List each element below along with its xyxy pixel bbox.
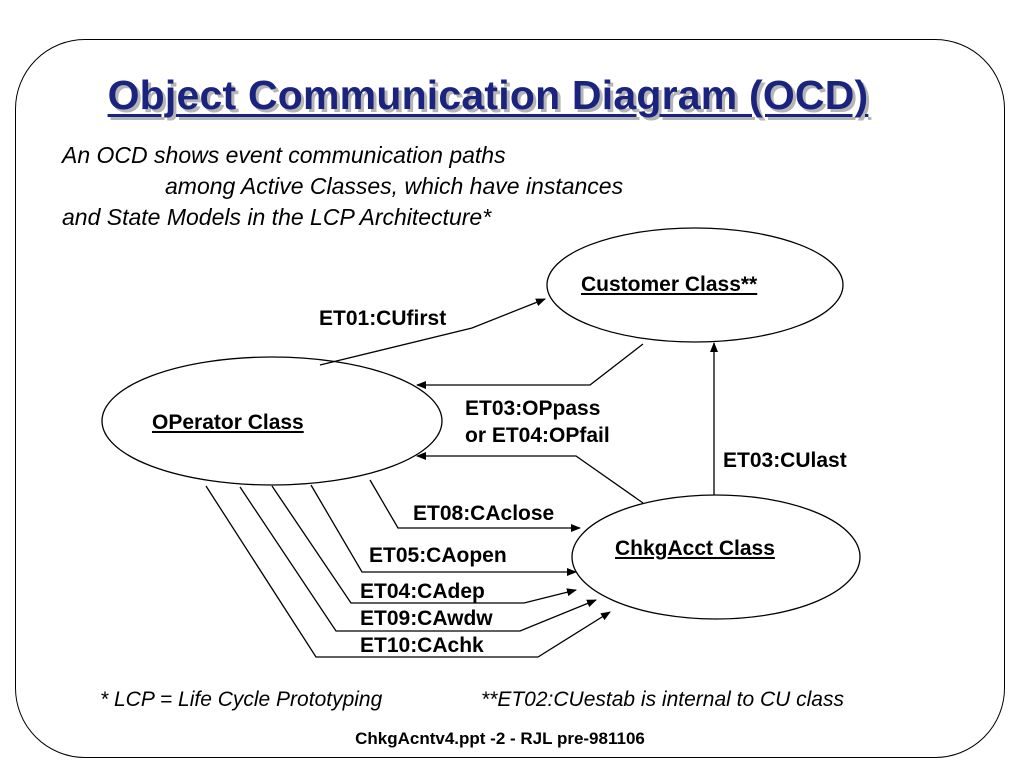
et03-culast-label: ET03:CUlast — [723, 449, 847, 472]
intro-line-1: An OCD shows event communication paths — [62, 142, 506, 168]
et09-arrow — [239, 486, 597, 632]
et10-label: ET10:CAchk — [360, 634, 484, 657]
et04-cadep-arrow — [271, 485, 577, 604]
lcp-footnote: * LCP = Life Cycle Prototyping — [100, 688, 383, 711]
slide-footer: ChkgAcntv4.ppt -2 - RJL pre-981106 — [355, 729, 645, 748]
et03-et04-upper-arrow — [416, 343, 644, 389]
et08-arrow — [369, 479, 581, 532]
et05-label: ET05:CAopen — [369, 544, 507, 567]
operator-class-ellipse — [101, 356, 443, 486]
et09-label: ET09:CAwdw — [360, 607, 493, 630]
intro-line-2: among Active Classes, which have instanc… — [165, 173, 624, 199]
et01-arrow — [319, 298, 546, 366]
et08-label: ET08:CAclose — [413, 502, 555, 525]
chkgacct-class-label: ChkgAcct Class — [615, 537, 775, 560]
operator-class-label: OPerator Class — [152, 411, 304, 434]
et04-cadep-label: ET04:CAdep — [360, 580, 485, 603]
customer-class-label: Customer Class** — [581, 273, 758, 296]
chkgacct-class-ellipse — [571, 494, 861, 620]
customer-class-ellipse — [546, 227, 844, 343]
et02-footnote: **ET02:CUestab is internal to CU class — [481, 688, 844, 711]
intro-line-3: and State Models in the LCP Architecture… — [62, 204, 492, 230]
et03-oppass-label: ET03:OPpass — [465, 397, 601, 420]
et10-arrow — [205, 485, 611, 658]
et05-arrow — [310, 484, 577, 576]
slide-title: Object Communication Diagram (OCD) — [107, 72, 869, 118]
slide-frame — [15, 39, 1005, 758]
et03-et04-lower-arrow — [416, 452, 644, 504]
et01-label: ET01:CUfirst — [319, 307, 447, 330]
et04-opfail-label: or ET04:OPfail — [465, 424, 610, 447]
